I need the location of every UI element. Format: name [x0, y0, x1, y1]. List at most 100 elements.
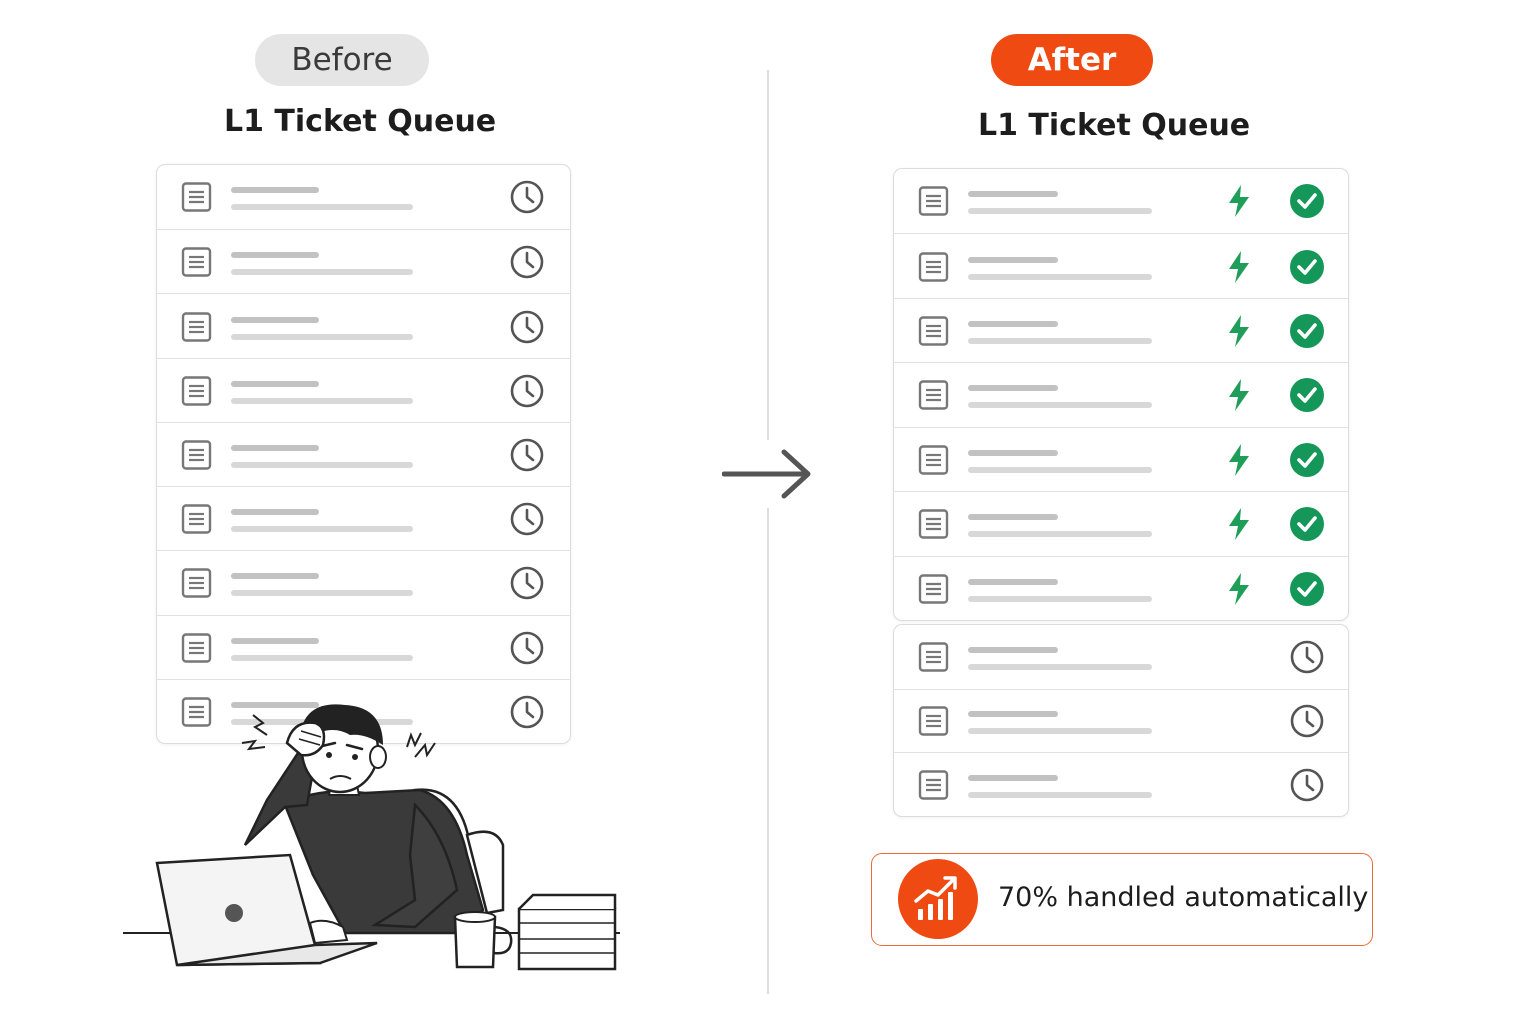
lightning-icon — [1229, 315, 1249, 348]
arrow-right-icon — [722, 449, 811, 499]
ticket-row — [894, 688, 1348, 754]
after-badge: After — [991, 34, 1153, 86]
ticket-status — [1289, 183, 1325, 223]
ticket-detail-placeholder — [231, 269, 413, 276]
ticket-status — [509, 373, 545, 413]
ticket-status — [1289, 313, 1325, 353]
divider-bottom — [767, 508, 769, 994]
clock-icon — [510, 246, 544, 279]
ticket-title-placeholder — [231, 509, 319, 516]
document-icon — [181, 182, 212, 212]
ticket-status — [509, 694, 545, 734]
ticket-status — [509, 437, 545, 477]
ticket-row — [894, 555, 1348, 620]
ticket-row — [894, 362, 1348, 427]
clock-icon — [510, 567, 544, 600]
lightning-icon — [1229, 250, 1249, 283]
ticket-title-placeholder — [231, 187, 319, 194]
ticket-row — [157, 357, 570, 423]
lightning-icon — [1229, 508, 1249, 541]
ticket-row — [894, 491, 1348, 556]
before-queue-title: L1 Ticket Queue — [224, 104, 497, 139]
after-pending-tickets — [893, 624, 1349, 817]
before-ticket-queue — [156, 164, 571, 744]
ticket-title-placeholder — [968, 385, 1058, 392]
document-icon — [181, 568, 212, 599]
check-circle-icon — [1290, 184, 1324, 219]
ticket-title-placeholder — [968, 191, 1058, 198]
clock-icon — [510, 374, 544, 408]
ticket-status — [1289, 639, 1325, 679]
ticket-detail-placeholder — [968, 595, 1152, 602]
ticket-status — [1289, 377, 1325, 417]
ticket-status — [509, 309, 545, 349]
check-circle-icon — [1290, 442, 1324, 477]
growth-chart-icon — [914, 876, 957, 920]
ticket-detail-placeholder — [231, 333, 413, 340]
check-circle-icon — [1290, 507, 1324, 542]
clock-icon — [1290, 705, 1324, 738]
after-automated-tickets — [893, 168, 1349, 621]
ticket-detail-placeholder — [968, 531, 1152, 538]
lightning-icon — [1229, 443, 1249, 476]
ticket-status — [509, 630, 545, 670]
ticket-status — [1226, 443, 1252, 481]
clock-icon — [1290, 768, 1324, 802]
document-icon — [181, 376, 212, 406]
check-circle-icon — [1290, 314, 1324, 349]
ticket-status — [1226, 572, 1252, 610]
ticket-row — [894, 169, 1348, 233]
ticket-detail-placeholder — [231, 526, 413, 533]
clock-icon — [510, 310, 544, 343]
ticket-status — [1226, 507, 1252, 545]
ticket-row — [157, 550, 570, 615]
document-icon — [918, 316, 949, 346]
ticket-status — [1226, 378, 1252, 416]
check-circle-icon — [1290, 249, 1324, 284]
lightning-icon — [1229, 379, 1249, 412]
ticket-title-placeholder — [968, 256, 1058, 263]
ticket-status — [509, 244, 545, 284]
lightning-icon — [1229, 572, 1249, 605]
stressed-worker-illustration — [123, 704, 620, 971]
ticket-detail-placeholder — [231, 654, 413, 661]
clock-icon — [510, 438, 544, 472]
ticket-detail-placeholder — [968, 338, 1152, 345]
clock-icon — [510, 502, 544, 536]
clock-icon — [1290, 640, 1324, 674]
ticket-title-placeholder — [968, 646, 1058, 653]
ticket-status — [1289, 767, 1325, 807]
ticket-row — [894, 625, 1348, 689]
ticket-row — [894, 297, 1348, 363]
ticket-row — [894, 233, 1348, 298]
document-icon — [181, 504, 212, 534]
clock-icon — [510, 631, 544, 664]
ticket-title-placeholder — [968, 578, 1058, 585]
document-icon — [918, 445, 949, 475]
ticket-title-placeholder — [231, 252, 319, 259]
ticket-title-placeholder — [231, 573, 319, 580]
ticket-status — [1289, 571, 1325, 611]
callout-icon-circle — [898, 859, 978, 939]
ticket-status — [509, 565, 545, 605]
ticket-status — [1226, 314, 1252, 352]
ticket-row — [157, 293, 570, 358]
ticket-status — [1289, 442, 1325, 482]
ticket-status — [1289, 506, 1325, 546]
document-icon — [181, 247, 212, 278]
clock-icon — [510, 180, 544, 214]
ticket-detail-placeholder — [231, 397, 413, 404]
document-icon — [181, 440, 212, 470]
ticket-title-placeholder — [231, 316, 319, 323]
ticket-row — [157, 165, 570, 229]
ticket-status — [1226, 184, 1252, 222]
ticket-detail-placeholder — [968, 273, 1152, 280]
after-queue-title: L1 Ticket Queue — [978, 108, 1251, 143]
ticket-title-placeholder — [968, 775, 1058, 782]
document-icon — [918, 186, 949, 216]
ticket-title-placeholder — [968, 449, 1058, 456]
ticket-detail-placeholder — [968, 792, 1152, 799]
check-circle-icon — [1290, 378, 1324, 413]
check-circle-icon — [1290, 571, 1324, 606]
ticket-detail-placeholder — [231, 590, 413, 597]
